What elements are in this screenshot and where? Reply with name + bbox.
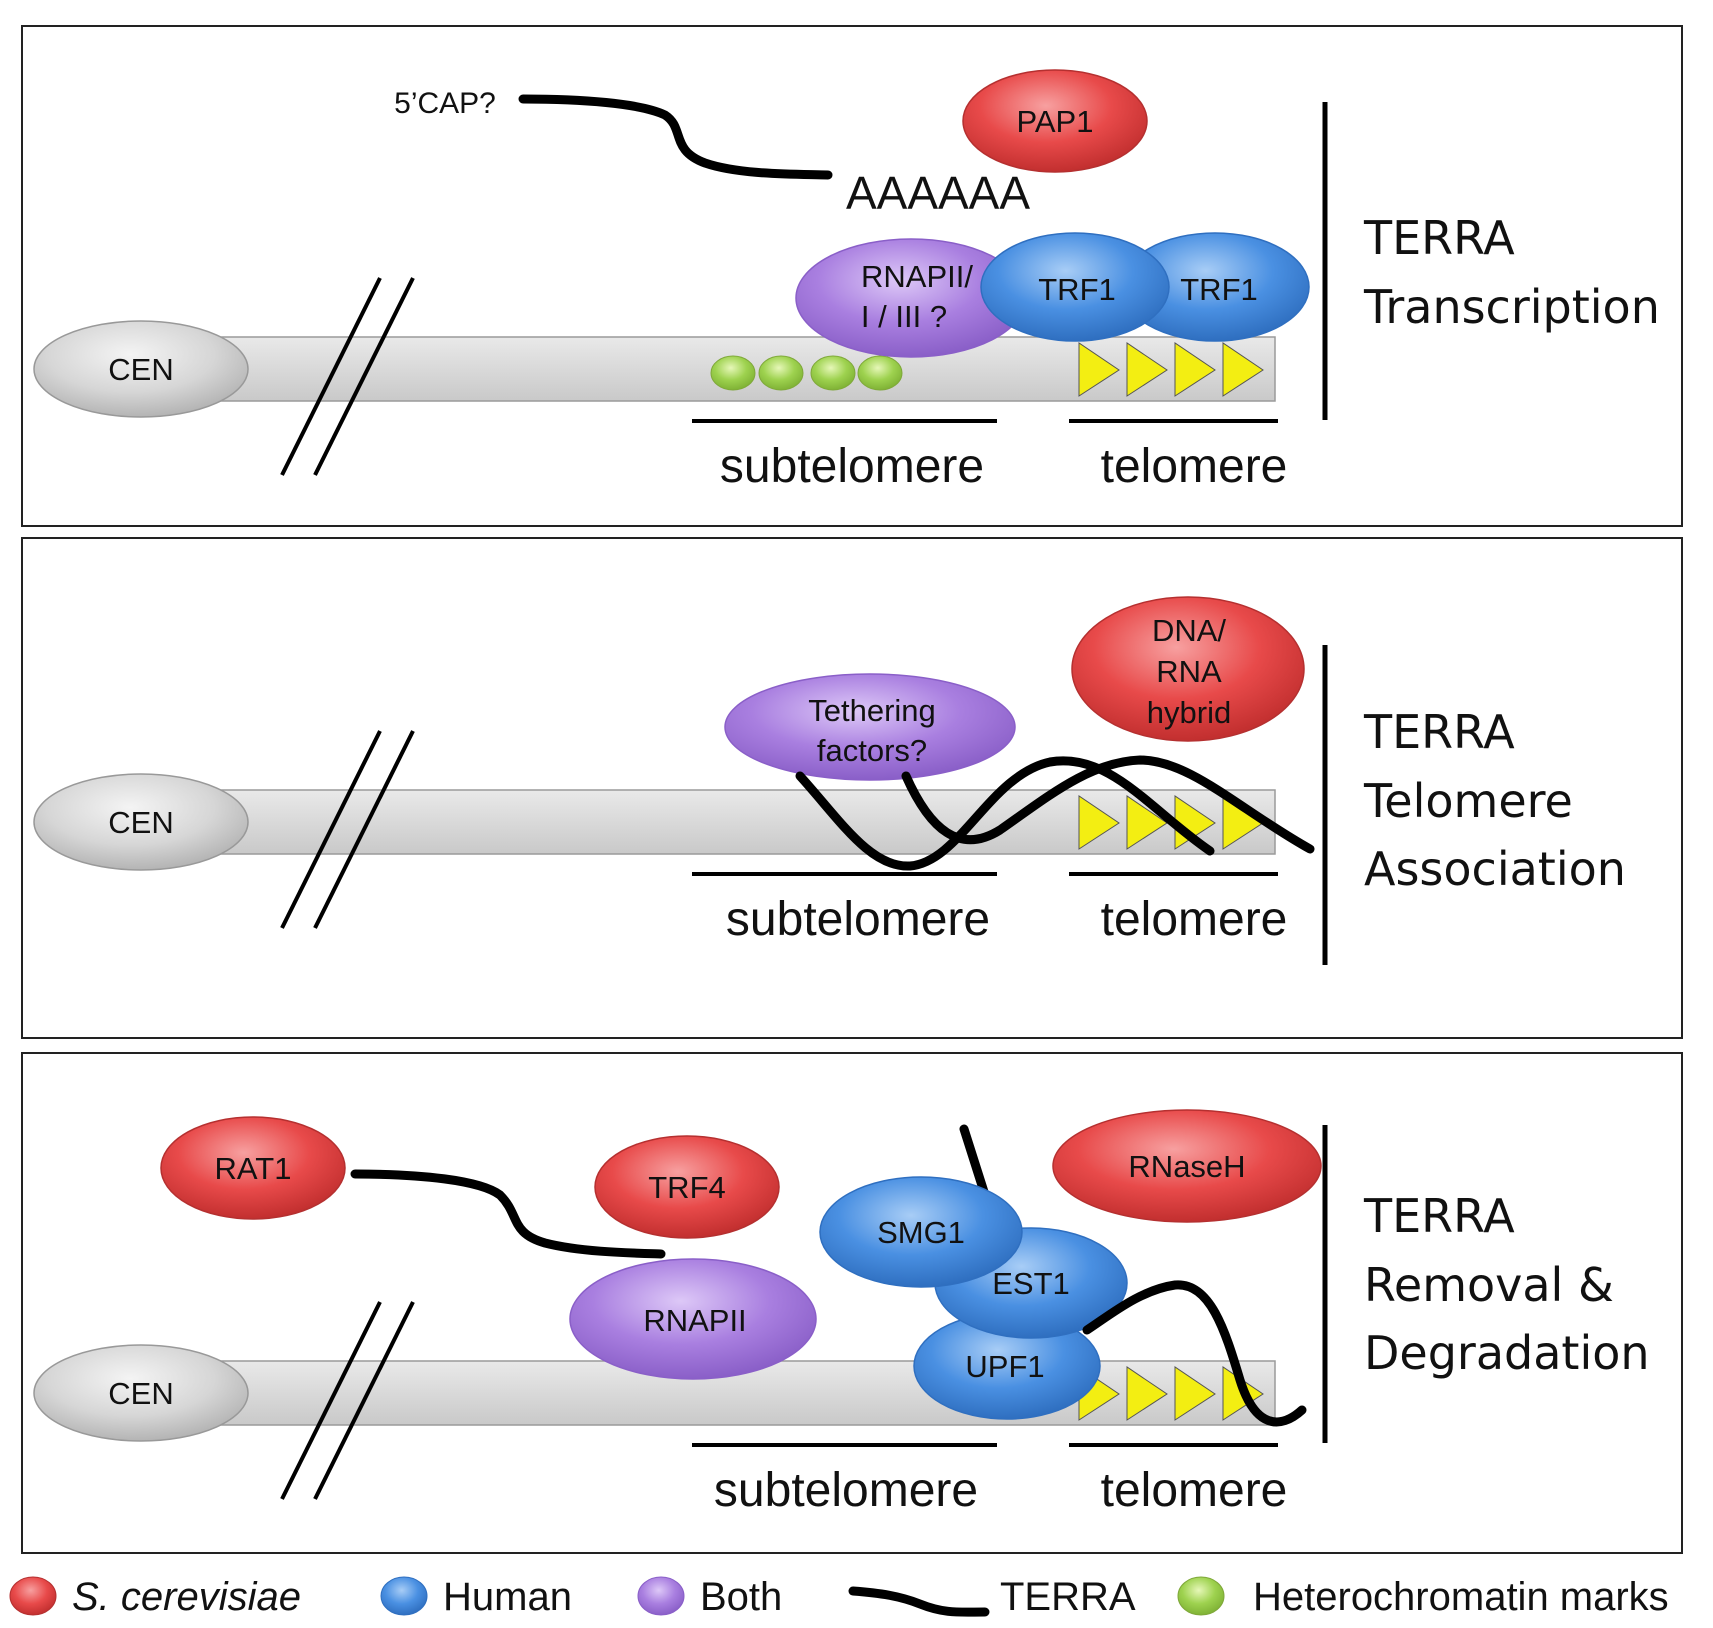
legend-heterochromatin-swatch (1177, 1576, 1225, 1616)
polya-label: AAAAAA (846, 167, 1030, 219)
trf1-protein (980, 232, 1170, 342)
terra-rna (518, 94, 833, 180)
legend-terra-label: TERRA (1000, 1575, 1136, 1619)
panel-title-line2: Removal & (1364, 1258, 1614, 1312)
cen-label: CEN (108, 1376, 173, 1411)
rnapii-label: RNAPII (643, 1303, 746, 1338)
legend-s-cerevisiae-label: S. cerevisiae (72, 1575, 301, 1619)
legend-human-label: Human (443, 1575, 572, 1619)
heterochromatin-mark (758, 355, 804, 391)
break-slash (313, 1301, 415, 1500)
legend-human-swatch (380, 1576, 428, 1616)
panel-title-line1: TERRA (1363, 1189, 1515, 1243)
upf1-label: UPF1 (965, 1349, 1044, 1384)
legend: S. cerevisiae Human Both TERRA Heterochr… (9, 1575, 1669, 1619)
cap-label: 5’CAP? (394, 87, 496, 120)
heterochromatin-mark (857, 355, 903, 391)
trf1-label: TRF1 (1180, 272, 1258, 307)
smg1-protein (819, 1176, 1023, 1288)
break-slash (313, 730, 415, 929)
centromere (33, 773, 249, 871)
dna-rna-hybrid (1071, 596, 1305, 742)
rat1-protein (160, 1116, 346, 1220)
break-slash (280, 730, 382, 929)
panel-title-line3: Association (1364, 842, 1626, 896)
tethering-label-line1: Tethering (808, 693, 936, 728)
legend-s-cerevisiae-swatch (9, 1576, 57, 1616)
centromere (33, 320, 249, 418)
rnaseh-label: RNaseH (1128, 1149, 1245, 1184)
legend-both-swatch (637, 1576, 685, 1616)
heterochromatin-marks (710, 355, 903, 391)
panel-title-line2: Telomere (1363, 774, 1573, 828)
hybrid-label-line3: hybrid (1147, 695, 1231, 730)
telomere-repeat (1078, 342, 1120, 397)
rat1-label: RAT1 (215, 1151, 292, 1186)
hybrid-label-line2: RNA (1156, 654, 1222, 689)
tethering-factors-protein (724, 673, 1016, 781)
rnapii-protein (569, 1258, 817, 1380)
rnap-label-line1: RNAPII/ (861, 259, 973, 294)
telomere-repeat (1174, 342, 1216, 397)
terra-rna (350, 1169, 666, 1259)
subtelomere-label: subtelomere (726, 893, 990, 946)
telomere-repeat (1126, 795, 1168, 850)
telomere-repeat (1174, 1366, 1216, 1421)
telomere-repeat (1126, 342, 1168, 397)
smg1-label: SMG1 (877, 1215, 965, 1250)
subtelomere-label: subtelomere (720, 440, 984, 493)
rnaseh-protein (1052, 1109, 1322, 1223)
legend-both-label: Both (700, 1575, 782, 1619)
centromere (33, 1344, 249, 1442)
panel-title-line3: Degradation (1364, 1326, 1650, 1380)
break-slash (280, 1301, 382, 1500)
pap1-label: PAP1 (1017, 104, 1094, 139)
panel-transcription: CEN subtelomere telomere 5’CAP? AAAAAA P… (21, 25, 1683, 527)
legend-heterochromatin-label: Heterochromatin marks (1253, 1575, 1669, 1619)
terra-rna (795, 756, 1215, 871)
heterochromatin-mark (810, 355, 856, 391)
cen-label: CEN (108, 805, 173, 840)
trf1-label: TRF1 (1038, 272, 1116, 307)
panel-frame (21, 537, 1683, 1039)
hybrid-label-line1: DNA/ (1152, 613, 1226, 648)
subtelomere-label: subtelomere (714, 1464, 978, 1517)
telomere-label: telomere (1101, 440, 1288, 493)
tethering-label-line2: factors? (817, 733, 927, 768)
terra-rna (959, 1124, 990, 1200)
heterochromatin-mark (710, 355, 756, 391)
pap1-protein (962, 69, 1148, 173)
panel-title-line1: TERRA (1363, 705, 1515, 759)
panel-telomere-association: CEN subtelomere telomere Tethering facto… (21, 537, 1683, 1039)
cen-label: CEN (108, 352, 173, 387)
est1-label: EST1 (992, 1266, 1070, 1301)
telomere-label: telomere (1101, 893, 1288, 946)
legend-terra-swatch (848, 1586, 990, 1617)
panel-title-line2: Transcription (1363, 280, 1660, 334)
trf4-protein (594, 1135, 780, 1239)
break-slash (313, 277, 415, 476)
telomere-label: telomere (1101, 1464, 1288, 1517)
break-slash (280, 277, 382, 476)
telomere-repeats (1078, 342, 1264, 397)
rnap-label-line2: I / III ? (861, 299, 947, 334)
telomere-repeat (1126, 1366, 1168, 1421)
panel-title-line1: TERRA (1363, 211, 1515, 265)
telomere-repeat (1222, 342, 1264, 397)
terra-rna (901, 755, 1315, 854)
terra-rna (1082, 1280, 1307, 1427)
telomere-repeat (1078, 795, 1120, 850)
trf4-label: TRF4 (648, 1170, 726, 1205)
panel-removal-degradation: CEN subtelomere telomere RAT1 TRF4 RNAPI… (21, 1052, 1683, 1554)
